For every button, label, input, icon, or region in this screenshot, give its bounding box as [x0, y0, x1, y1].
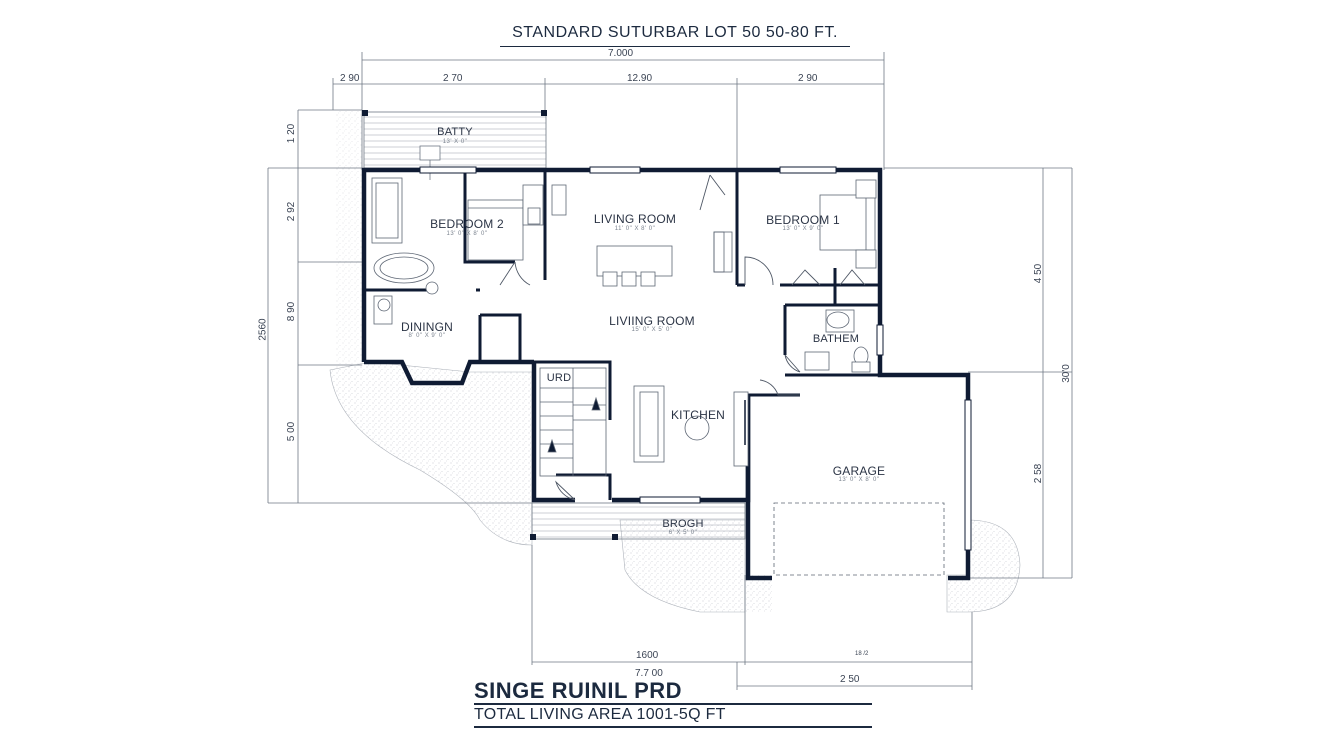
room-size-dining: 8' 0" X 9' 0" — [408, 333, 446, 339]
room-label-living-top: LIVING ROOM — [593, 212, 677, 226]
dim-left-3: 8 90 — [286, 301, 298, 322]
dim-top-seg-3: 12.90 — [627, 73, 653, 84]
room-size-living-top: 11' 0" X 8' 0" — [614, 226, 656, 232]
room-size-brogh: 6' X 5' 0" — [668, 530, 698, 536]
deck — [362, 110, 547, 180]
windows — [419, 166, 972, 551]
room-size-bedroom-2: 13' 0" X 8' 0" — [446, 231, 488, 237]
footer-rule-top — [474, 703, 872, 705]
room-label-bedroom-2: BEDROOM 2 — [430, 217, 504, 231]
dim-left-2: 2 92 — [286, 201, 298, 222]
landscape-area — [329, 110, 1021, 613]
dimension-lines — [267, 52, 1073, 690]
room-label-garage: GARAGE — [832, 464, 886, 478]
dim-left-1: 1 20 — [286, 123, 298, 144]
room-label-bedroom-1: BEDROOM 1 — [766, 213, 840, 227]
dim-bottom-seg-2: 2 50 — [840, 674, 860, 685]
room-size-batty: 13' X 0" — [442, 139, 468, 145]
total-living-area: TOTAL LIVING AREA 1001-5Q FT — [474, 706, 726, 723]
porch — [530, 502, 746, 540]
room-label-batty: BATTY — [437, 126, 473, 138]
interior-walls — [364, 170, 880, 500]
dim-right-2: 2 58 — [1033, 463, 1045, 484]
room-size-living-center: 15' 0" X 5' 0" — [631, 327, 673, 333]
room-label-living-center: LIVIING ROOM — [609, 314, 695, 328]
dim-bottom-overall: 7.7 00 — [635, 668, 663, 679]
dim-top-seg-4: 2 90 — [798, 73, 818, 84]
doors — [499, 174, 866, 501]
dim-right-overall: 30'0 — [1060, 364, 1072, 383]
room-label-dining: DININGN — [400, 320, 454, 334]
title-underline — [500, 46, 850, 47]
dim-bottom-small: 18 /2 — [855, 651, 869, 657]
plan-title: STANDARD SUTURBAR LOT 50 50-80 FT. — [512, 24, 838, 41]
dim-left-overall: 2560 — [257, 318, 269, 341]
dim-right-1: 4 50 — [1033, 263, 1045, 284]
room-label-kitchen: KITCHEN — [670, 408, 726, 422]
furniture — [371, 177, 945, 576]
room-size-bedroom-1: 13' 0" X 9' 0" — [782, 226, 824, 232]
room-label-bathem: BATHEM — [812, 333, 860, 345]
room-label-brogh: BROGH — [662, 518, 704, 530]
dim-top-overall: 7.000 — [608, 48, 634, 59]
room-label-urd: URD — [546, 372, 572, 384]
room-size-garage: 13' 0" X 8' 0" — [838, 477, 880, 483]
staircase — [539, 367, 607, 477]
footer-rule-bottom — [474, 726, 872, 728]
dim-top-seg-2: 2 70 — [443, 73, 463, 84]
dim-top-seg-1: 2 90 — [340, 73, 360, 84]
plan-name: SINGE RUINIL PRD — [474, 678, 683, 703]
dim-bottom-seg-1: 1600 — [636, 650, 659, 661]
dim-left-4: 5 00 — [286, 421, 298, 442]
